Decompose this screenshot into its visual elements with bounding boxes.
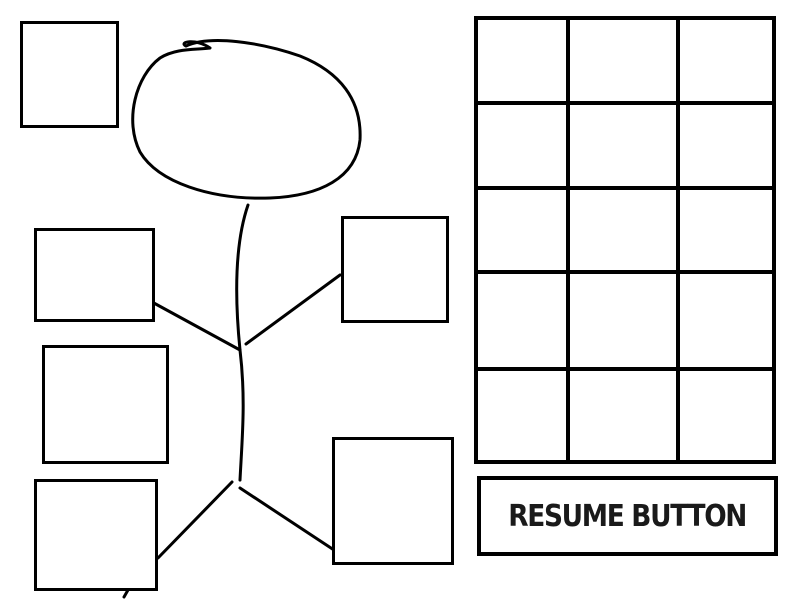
inventory-cell[interactable] bbox=[570, 105, 680, 190]
figure-head-outline bbox=[131, 39, 362, 200]
figure-right-arm bbox=[244, 273, 342, 346]
inventory-cell[interactable] bbox=[570, 190, 680, 274]
inventory-cell[interactable] bbox=[680, 371, 772, 460]
inventory-cell[interactable] bbox=[680, 105, 772, 190]
left-arm-slot[interactable] bbox=[34, 228, 155, 322]
figure-left-arm bbox=[150, 300, 242, 352]
inventory-grid bbox=[474, 16, 776, 464]
inventory-cell[interactable] bbox=[680, 20, 772, 105]
figure-left-leg bbox=[156, 480, 234, 560]
resume-button-label: RESUME BUTTON bbox=[508, 498, 748, 534]
figure-stray-mark bbox=[122, 588, 130, 599]
inventory-cell[interactable] bbox=[680, 274, 772, 371]
body-slot[interactable] bbox=[42, 345, 169, 464]
inventory-cell[interactable] bbox=[680, 190, 772, 274]
inventory-cell[interactable] bbox=[478, 274, 570, 371]
right-arm-slot[interactable] bbox=[341, 216, 449, 323]
left-leg-slot[interactable] bbox=[34, 479, 158, 591]
inventory-cell[interactable] bbox=[478, 105, 570, 190]
inventory-cell[interactable] bbox=[570, 371, 680, 460]
inventory-cell[interactable] bbox=[478, 371, 570, 460]
figure-right-leg bbox=[238, 486, 336, 552]
inventory-cell[interactable] bbox=[570, 20, 680, 105]
inventory-cell[interactable] bbox=[570, 274, 680, 371]
head-slot[interactable] bbox=[20, 21, 119, 128]
resume-button[interactable]: RESUME BUTTON bbox=[477, 476, 778, 556]
right-leg-slot[interactable] bbox=[332, 437, 454, 565]
inventory-cell[interactable] bbox=[478, 190, 570, 274]
inventory-cell[interactable] bbox=[478, 20, 570, 105]
